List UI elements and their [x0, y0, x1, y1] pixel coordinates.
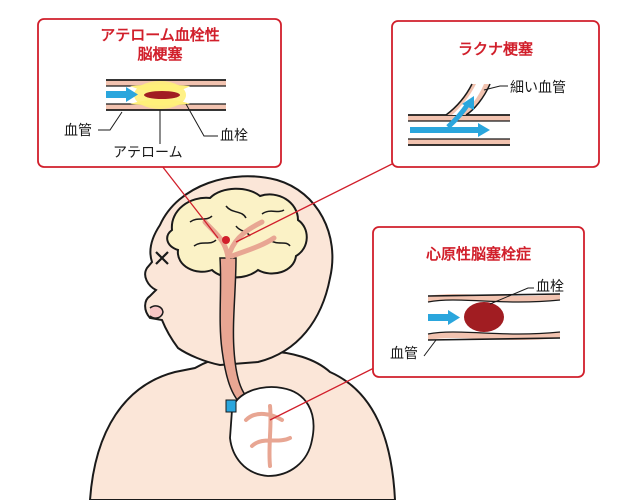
- atheroma-title-line1: アテローム血栓性: [100, 26, 220, 44]
- panel-atheroma: [37, 18, 282, 168]
- atheroma-vessel-label: 血管: [64, 123, 92, 139]
- cross-mark-icon: [155, 251, 169, 265]
- panel-cardioembolic: [372, 226, 585, 378]
- atheroma-thrombus-label: 血栓: [220, 128, 248, 144]
- panel-lacunar: [391, 20, 600, 168]
- flow-arrow-icon: [410, 96, 490, 137]
- atheroma-title-line2: 脳梗塞: [137, 45, 183, 63]
- thrombus: [144, 91, 180, 99]
- cardioembolic-thrombus-label: 血栓: [536, 279, 564, 295]
- human-figure: [88, 175, 397, 500]
- flow-arrow-icon: [106, 87, 138, 102]
- lacunar-small-vessel-label: 細い血管: [510, 80, 566, 96]
- heart-valve: [225, 399, 237, 413]
- brain-folds: [189, 205, 291, 247]
- heart-inner: [244, 404, 292, 468]
- brain: [166, 187, 308, 279]
- atheroma-title: アテローム血栓性 脳梗塞: [40, 26, 280, 64]
- cardioembolic-title: 心原性脳塞栓症: [425, 245, 531, 263]
- lesion-spot: [222, 236, 230, 244]
- lacunar-title: ラクナ梗塞: [457, 40, 533, 58]
- connector-lines: [161, 159, 401, 421]
- cardioembolic-vessel-label: 血管: [390, 346, 418, 362]
- embolus: [464, 302, 504, 332]
- atheroma-atheroma-label: アテローム: [113, 145, 183, 161]
- mouth: [149, 305, 164, 319]
- flow-arrow-icon: [428, 310, 460, 325]
